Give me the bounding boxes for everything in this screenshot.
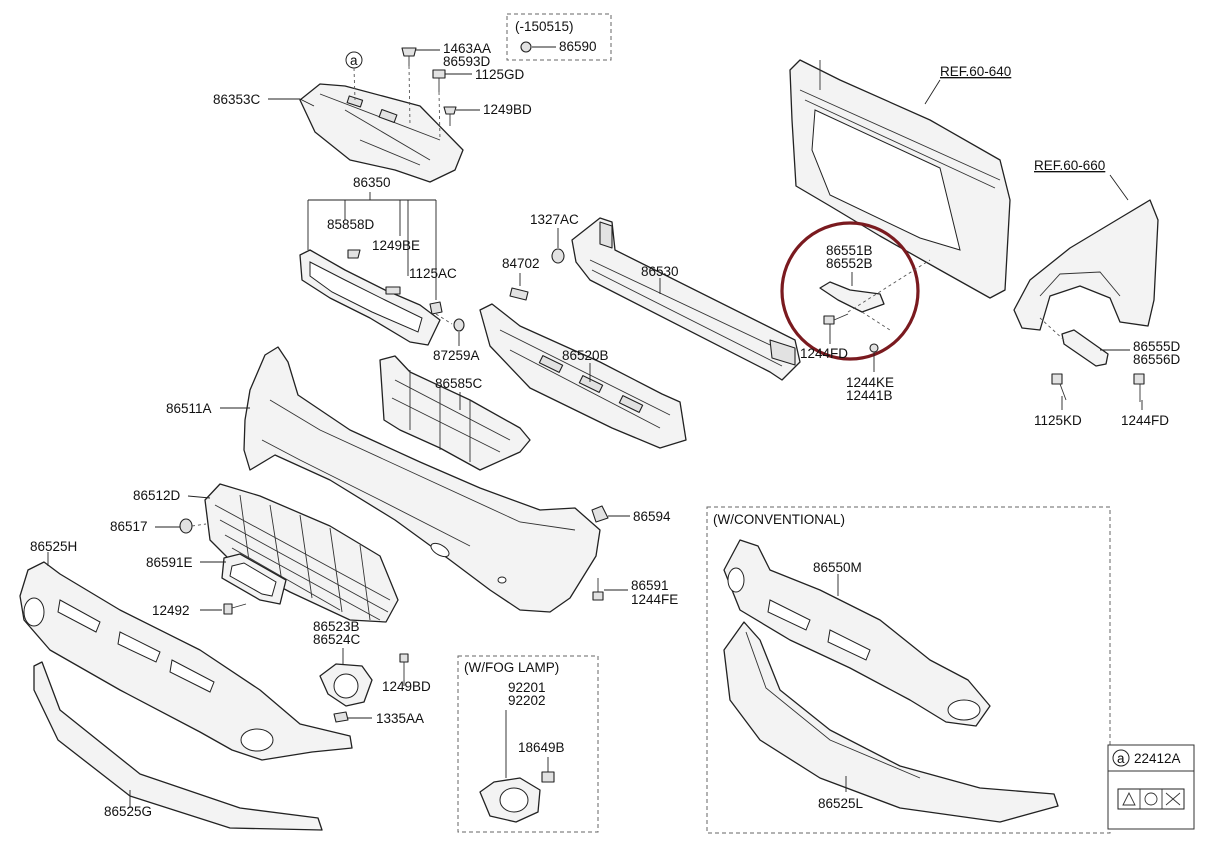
fog-lamp-title: (W/FOG LAMP) <box>464 660 559 675</box>
label-86524c: 86524C <box>313 632 361 647</box>
nut-icon <box>453 318 465 332</box>
nut-icon <box>429 301 443 315</box>
clip-icon <box>347 249 361 259</box>
label-1125ac: 1125AC <box>409 266 457 281</box>
label-86353c: 86353C <box>213 92 261 107</box>
label-86530: 86530 <box>641 264 679 279</box>
bulb-icon <box>541 771 555 783</box>
label-86594: 86594 <box>633 509 671 524</box>
legend-22412a: a 22412A <box>1107 744 1195 830</box>
highlight-circle <box>780 221 920 361</box>
ref-60-640: REF.60-640 <box>940 64 1011 79</box>
label-1249bd-bottom: 1249BD <box>382 679 431 694</box>
highlighted-bracket-86551b: 86551B 86552B 1244FD 1244KE 12441B <box>780 221 931 403</box>
grille-86350: 86350 85858D 1249BE 1125AC 87259A <box>299 175 480 363</box>
label-86552b: 86552B <box>826 256 873 271</box>
radiator-support-ref: REF.60-640 <box>789 59 1011 299</box>
energy-absorber-86520b: 86520B <box>479 303 687 449</box>
lower-strip-86525g: 86525G <box>33 661 323 831</box>
label-1125kd: 1125KD <box>1034 413 1082 428</box>
screw-icon <box>385 286 401 295</box>
fog-lamp-box: (W/FOG LAMP) 92201 92202 18649B <box>457 655 599 833</box>
label-86520b: 86520B <box>562 348 609 363</box>
label-86350: 86350 <box>353 175 391 190</box>
bumper-beam-86530: 1327AC 86530 <box>530 212 801 381</box>
label-86591e: 86591E <box>146 555 193 570</box>
legend-circle <box>1112 749 1130 767</box>
note-150515: (-150515) <box>515 19 574 34</box>
label-1244fd-mid: 1244FD <box>800 346 848 361</box>
label-12441b: 12441B <box>846 388 893 403</box>
conventional-title: (W/CONVENTIONAL) <box>713 512 845 527</box>
label-86590: 86590 <box>559 39 597 54</box>
label-86551b: 86551B <box>826 243 873 258</box>
clip-86594: 86594 <box>591 505 671 524</box>
label-1125gd: 1125GD <box>475 67 525 82</box>
label-86525h: 86525H <box>30 539 77 554</box>
label-12492: 12492 <box>152 603 190 618</box>
label-86517: 86517 <box>110 519 148 534</box>
legend-a: a <box>1117 751 1125 766</box>
label-86511a: 86511A <box>166 401 212 416</box>
label-86591: 86591 <box>631 578 669 593</box>
label-86512d: 86512D <box>133 488 181 503</box>
bolt-icon <box>432 69 446 79</box>
legend-code: 22412A <box>1134 751 1181 766</box>
label-1249be: 1249BE <box>372 238 420 253</box>
label-87259a: 87259A <box>433 348 480 363</box>
reference-a-text: a <box>350 53 358 68</box>
label-1244ke: 1244KE <box>846 375 894 390</box>
screw-icon <box>443 106 457 115</box>
screw-icon <box>401 47 417 57</box>
label-86550m: 86550M <box>813 560 862 575</box>
label-86525l: 86525L <box>818 796 864 811</box>
label-1327ac: 1327AC <box>530 212 579 227</box>
label-1463aa: 1463AA <box>443 41 491 56</box>
nut-icon <box>551 248 565 264</box>
label-86555d: 86555D <box>1133 339 1181 354</box>
ref-60-660: REF.60-660 <box>1034 158 1105 173</box>
bracket-86585c: 86585C <box>379 355 531 471</box>
lower-cover-86525h: 86525H <box>19 539 353 761</box>
plate-86591e: 86591E <box>146 553 287 605</box>
label-84702: 84702 <box>502 256 540 271</box>
fasteners-top: 1463AA 86593D 1125GD 1249BD <box>401 41 532 141</box>
bracket-86555d: 86555D 86556D 1125KD 1244FD <box>1034 317 1181 428</box>
label-1335aa: 1335AA <box>376 711 424 726</box>
fog-bracket-86523b: 86523B 86524C 1249BD 1335AA <box>313 619 431 726</box>
label-1244fd-right: 1244FD <box>1121 413 1169 428</box>
label-86525g: 86525G <box>104 804 152 819</box>
label-18649b: 18649B <box>518 740 565 755</box>
label-92201: 92201 <box>508 680 546 695</box>
upper-cover-86353c: 86353C a <box>213 51 464 183</box>
fender-ref: REF.60-660 <box>1013 158 1159 331</box>
note-box-150515: (-150515) 86590 <box>506 13 612 61</box>
label-85858d: 85858D <box>327 217 375 232</box>
screw-86591: 86591 1244FE <box>592 578 678 607</box>
warning-label-icon <box>1117 788 1185 810</box>
label-1244fe: 1244FE <box>631 592 678 607</box>
label-86523b: 86523B <box>313 619 360 634</box>
label-1249bd-top: 1249BD <box>483 102 532 117</box>
conventional-box: (W/CONVENTIONAL) 86550M 86525L <box>706 506 1111 834</box>
label-86585c: 86585C <box>435 376 483 391</box>
clip-86517: 86517 <box>110 518 207 534</box>
bumper-cover-86511a: 86511A <box>166 346 601 613</box>
label-86593d: 86593D <box>443 54 491 69</box>
clip-icon <box>520 41 532 53</box>
screw-12492: 12492 <box>152 603 247 618</box>
label-92202: 92202 <box>508 693 546 708</box>
label-86556d: 86556D <box>1133 352 1181 367</box>
clip-84702: 84702 <box>502 256 540 301</box>
